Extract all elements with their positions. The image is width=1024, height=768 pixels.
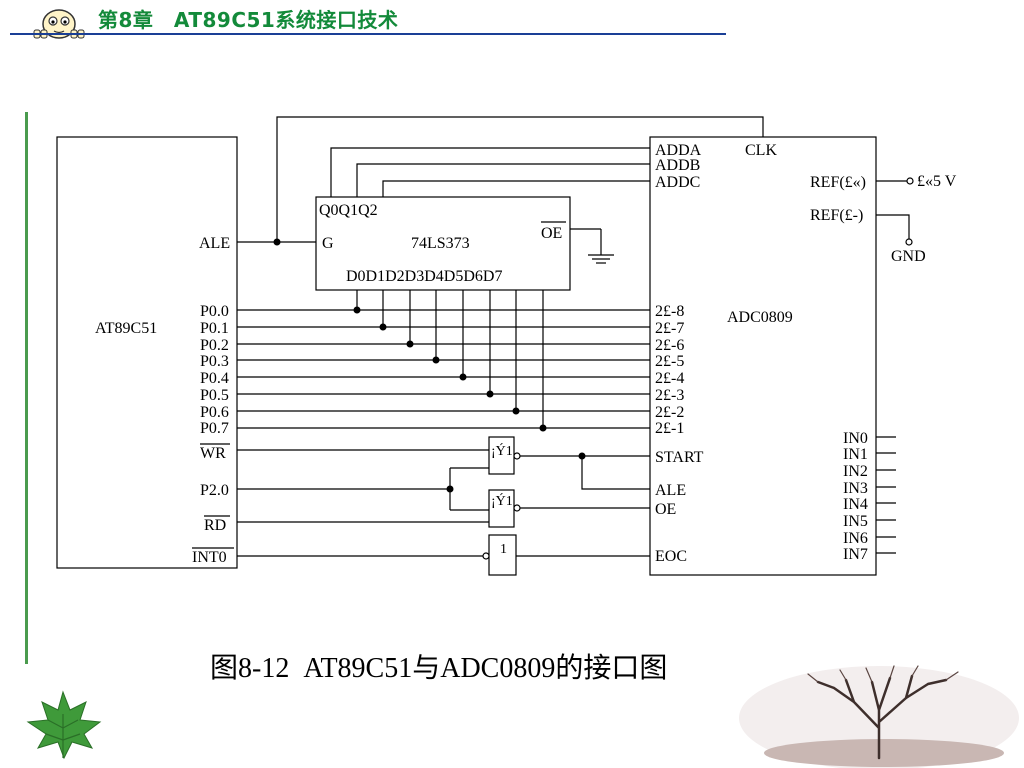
- vref-label: £«5 V: [917, 173, 957, 190]
- adc-in3: IN3: [843, 480, 868, 497]
- adc-in5: IN5: [843, 513, 868, 530]
- adc-ref-plus-label: REF(£«): [810, 174, 866, 191]
- figure-caption: 图8-12 AT89C51与ADC0809的接口图: [210, 653, 668, 684]
- mcu-p20-label: P2.0: [200, 482, 229, 499]
- mcu-p0-0: P0.0: [200, 303, 229, 320]
- side-accent-bar: [25, 112, 28, 664]
- adc-eoc-label: EOC: [655, 548, 687, 565]
- mcu-wr-label: WR: [200, 445, 226, 462]
- adc-bit-1: 2£-1: [655, 420, 684, 437]
- adc-bit-5: 2£-5: [655, 353, 684, 370]
- mcu-label: AT89C51: [95, 320, 157, 337]
- latch-block: [315, 196, 571, 291]
- chapter-title: 第8章 AT89C51系统接口技术: [98, 8, 399, 32]
- adc-in0: IN0: [843, 430, 868, 447]
- adc-in2: IN2: [843, 463, 868, 480]
- latch-d-label: D0D1D2D3D4D5D6D7: [346, 268, 502, 285]
- adc-start-label: START: [655, 449, 704, 466]
- adc-bit-7: 2£-7: [655, 320, 684, 337]
- adc-in7: IN7: [843, 546, 868, 563]
- adc-addc-label: ADDC: [655, 174, 700, 191]
- adc-adda-label: ADDA: [655, 142, 702, 159]
- mcu-p0-5: P0.5: [200, 387, 229, 404]
- adc-oe-label: OE: [655, 501, 676, 518]
- mcu-int0-label: INT0: [192, 549, 227, 566]
- latch-name-label: 74LS373: [411, 235, 470, 252]
- q0-wire: [330, 147, 650, 197]
- header-rule: [10, 33, 726, 35]
- adc-addb-label: ADDB: [655, 157, 700, 174]
- adc-clk-label: CLK: [745, 142, 777, 159]
- latch-g-label: G: [322, 235, 334, 252]
- clk-wire: [276, 116, 764, 242]
- maple-leaf-icon: [26, 690, 102, 760]
- adc-bit-8: 2£-8: [655, 303, 684, 320]
- bare-tree-icon: [739, 665, 1019, 768]
- gnd-terminal: [905, 238, 913, 246]
- mcu-block: [56, 136, 238, 569]
- gate-rd-symbol: ¡Ý1: [491, 492, 513, 509]
- latch-q-label: Q0Q1Q2: [319, 202, 378, 219]
- mcu-p0-2: P0.2: [200, 337, 229, 354]
- mcu-p0-1: P0.1: [200, 320, 229, 337]
- gate-wr-symbol: ¡Ý1: [491, 442, 513, 459]
- mcu-p0-4: P0.4: [200, 370, 229, 387]
- gnd-label: GND: [891, 248, 926, 265]
- mcu-p0-6: P0.6: [200, 404, 229, 421]
- mcu-p0-7: P0.7: [200, 420, 229, 437]
- adc-in1: IN1: [843, 446, 868, 463]
- q1-wire: [356, 163, 650, 197]
- mcu-ale-label: ALE: [199, 235, 230, 252]
- adc-bit-4: 2£-4: [655, 370, 684, 387]
- vref-terminal: [906, 177, 914, 185]
- adc-bit-2: 2£-2: [655, 404, 684, 421]
- gate-eoc-symbol: 1: [500, 542, 507, 557]
- adc-in4: IN4: [843, 496, 868, 513]
- adc-bit-6: 2£-6: [655, 337, 684, 354]
- adc-ale-label: ALE: [655, 482, 686, 499]
- adc-in6: IN6: [843, 530, 868, 547]
- adc-ref-minus-label: REF(£-): [810, 207, 863, 224]
- latch-oe-label: OE: [541, 225, 562, 242]
- mcu-p0-3: P0.3: [200, 353, 229, 370]
- adc-name-label: ADC0809: [727, 309, 793, 326]
- mcu-rd-label: RD: [204, 517, 226, 534]
- adc-bit-3: 2£-3: [655, 387, 684, 404]
- q2-wire: [382, 180, 650, 197]
